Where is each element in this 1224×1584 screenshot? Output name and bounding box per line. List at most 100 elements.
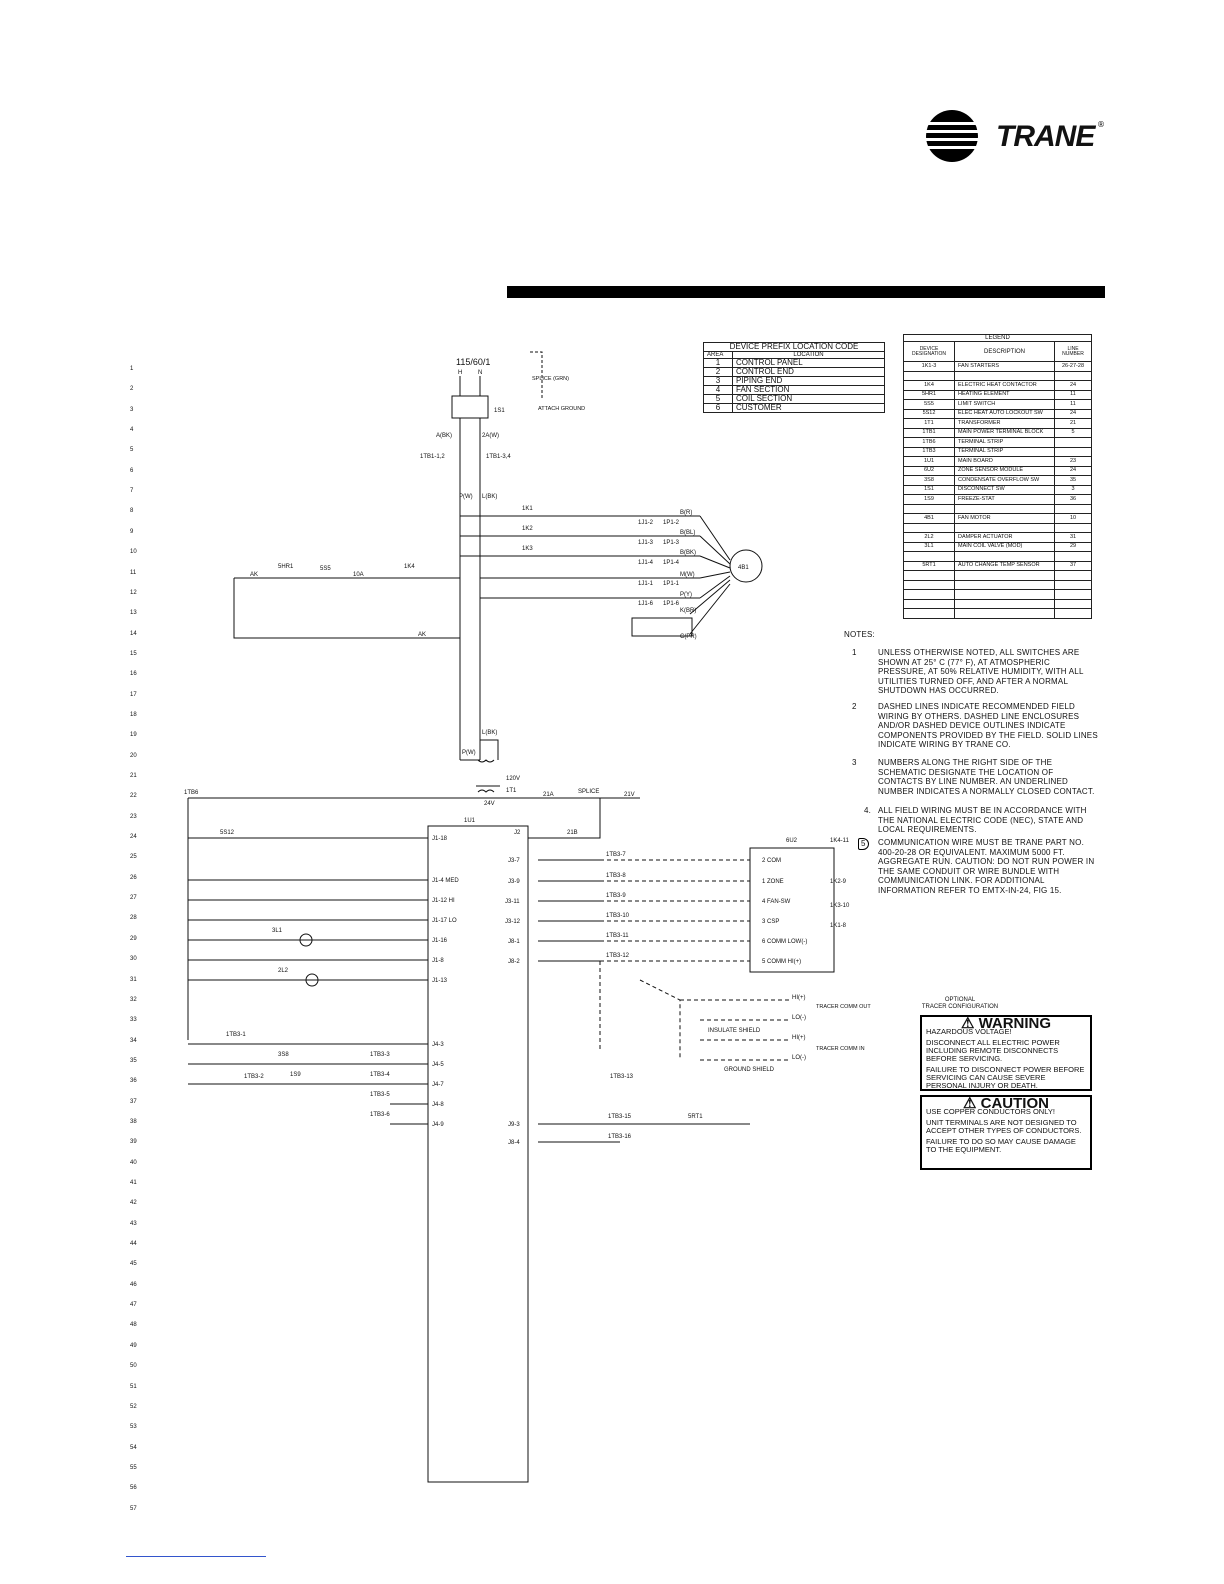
- ground-shield-label: GROUND SHIELD: [724, 1067, 775, 1073]
- legend-row: [903, 608, 1092, 619]
- line-number: 14: [130, 630, 137, 637]
- line-number: 27: [130, 895, 137, 902]
- legend-cell-desc: DISCONNECT SW: [954, 484, 1055, 495]
- tracer-hi-out: HI(+): [792, 995, 806, 1001]
- legend-cell-desc: AUTO CHANGE TEMP SENSOR: [954, 560, 1055, 571]
- legend-cell-desc: FAN MOTOR: [954, 513, 1055, 524]
- line-number: 18: [130, 711, 137, 718]
- s12-label: 5S12: [220, 830, 235, 836]
- pin-j4-3: J4-3: [432, 1042, 444, 1048]
- p-y-label: P(Y): [680, 592, 692, 598]
- tb3-1-label: 1TB3-1: [226, 1032, 246, 1038]
- legend-cell-line: [1054, 589, 1092, 600]
- m-w-label: M(W): [680, 572, 695, 578]
- c-pr-label: C(PR): [680, 634, 697, 640]
- pin-j1-13: J1-13: [432, 978, 448, 984]
- h-label: H: [458, 370, 462, 376]
- tb3-12-label: 1TB3-12: [606, 953, 630, 959]
- tracer-lo-in: LO(-): [792, 1055, 806, 1061]
- l-bk-label-top: L(BK): [482, 494, 497, 500]
- legend-cell-desc: HEATING ELEMENT: [954, 389, 1055, 400]
- tb3-8-label: 1TB3-8: [606, 873, 626, 879]
- legend-cell-device: 5S5: [903, 399, 955, 410]
- capacitor-box: [631, 617, 693, 637]
- line-number: 52: [130, 1403, 137, 1410]
- 2a-w-label: 2A(W): [482, 433, 499, 439]
- line-number: 4: [130, 427, 134, 434]
- line-number: 57: [130, 1505, 137, 1512]
- legend-cell-device: [903, 570, 955, 581]
- legend-cell-device: 5RT1: [903, 560, 955, 571]
- legend-cell-line: [1054, 446, 1092, 457]
- k-br-label: K(BR): [680, 608, 696, 614]
- pin-j1-4-med: J1-4 MED: [432, 878, 459, 884]
- legend-cell-device: 2L2: [903, 532, 955, 543]
- legend-cell-desc: TRANSFORMER: [954, 418, 1055, 429]
- trane-globe-icon: [922, 110, 982, 162]
- caution-title: CAUTION: [980, 1095, 1049, 1112]
- wiring-schematic: 115/60/1 H N 1S1 SPLICE (GRN) ATTACH GRO…: [184, 351, 871, 1483]
- line-number: 48: [130, 1322, 137, 1329]
- note-text: UNLESS OTHERWISE NOTED, ALL SWITCHES ARE…: [878, 648, 1084, 695]
- warning-heading: ⚠ WARNING: [926, 1016, 1086, 1031]
- zs-csp: 3 CSP: [762, 919, 779, 925]
- legend-cell-line: 11: [1054, 389, 1092, 400]
- tb3-16-label: 1TB3-16: [608, 1134, 632, 1140]
- tracer-optional: OPTIONAL: [944, 997, 976, 1003]
- legend-title: LEGEND: [903, 334, 1092, 342]
- prefix-cell-location: CUSTOMER: [732, 403, 885, 413]
- legend-cell-line: 3: [1054, 484, 1092, 495]
- line-number: 13: [130, 610, 137, 617]
- legend-cell-line: [1054, 551, 1092, 562]
- tb3-13-label: 1TB3-13: [610, 1074, 634, 1080]
- line-number: 39: [130, 1139, 137, 1146]
- zs-com: 2 COM: [762, 858, 781, 864]
- line-number: 34: [130, 1037, 137, 1044]
- line-number: 40: [130, 1159, 137, 1166]
- coil-valve-motor-icon: [299, 933, 313, 947]
- line-number: 32: [130, 996, 137, 1003]
- tb3-5-label: 1TB3-5: [370, 1092, 390, 1098]
- legend-cell-device: [903, 579, 955, 590]
- legend-cell-desc: CONDENSATE OVERFLOW SW: [954, 475, 1055, 486]
- k1-label: 1K1: [522, 506, 533, 512]
- line-number: 55: [130, 1464, 137, 1471]
- 21b-label: 21B: [567, 830, 578, 836]
- line-number: 12: [130, 589, 137, 596]
- legend-cell-desc: [954, 608, 1055, 619]
- legend-cell-device: [903, 598, 955, 609]
- contact-k2-9: 1K2-9: [830, 879, 847, 885]
- s5-label: 5S5: [320, 566, 331, 572]
- legend-cell-line: 24: [1054, 380, 1092, 391]
- legend-cell-line: [1054, 570, 1092, 581]
- notes-heading: NOTES:: [844, 630, 875, 639]
- main-board-1u1: [427, 825, 529, 1483]
- legend-cell-device: [903, 370, 955, 381]
- legend-cell-line: 26-27-28: [1054, 361, 1092, 372]
- tracer-configuration: TRACER CONFIGURATION: [921, 1004, 999, 1010]
- tracer-comm-in: TRACER COMM IN: [816, 1046, 865, 1052]
- legend-cell-line: 23: [1054, 456, 1092, 467]
- pin-j9-3: J9-3: [508, 1122, 520, 1128]
- legend-cell-line: [1054, 437, 1092, 448]
- legend-cell-desc: TERMINAL STRIP: [954, 437, 1055, 448]
- line-number: 41: [130, 1180, 137, 1186]
- n-label: N: [478, 370, 482, 376]
- line-number: 42: [130, 1200, 137, 1207]
- legend-cell-device: [903, 522, 955, 533]
- line-number: 31: [130, 976, 137, 983]
- tb1-34-label: 1TB1-3,4: [486, 454, 511, 460]
- transformer-symbol: [477, 759, 495, 793]
- note-number: 3: [852, 758, 857, 767]
- legend-row: [903, 370, 1092, 381]
- line-number: 16: [130, 671, 137, 678]
- supply-label: 115/60/1: [456, 357, 490, 367]
- line-number: 21: [130, 773, 137, 779]
- caution-box: ⚠ CAUTION USE COPPER CONDUCTORS ONLY! UN…: [920, 1095, 1092, 1170]
- legend-cell-desc: FREEZE-STAT: [954, 494, 1055, 505]
- pin-j3-9: J3-9: [508, 879, 520, 885]
